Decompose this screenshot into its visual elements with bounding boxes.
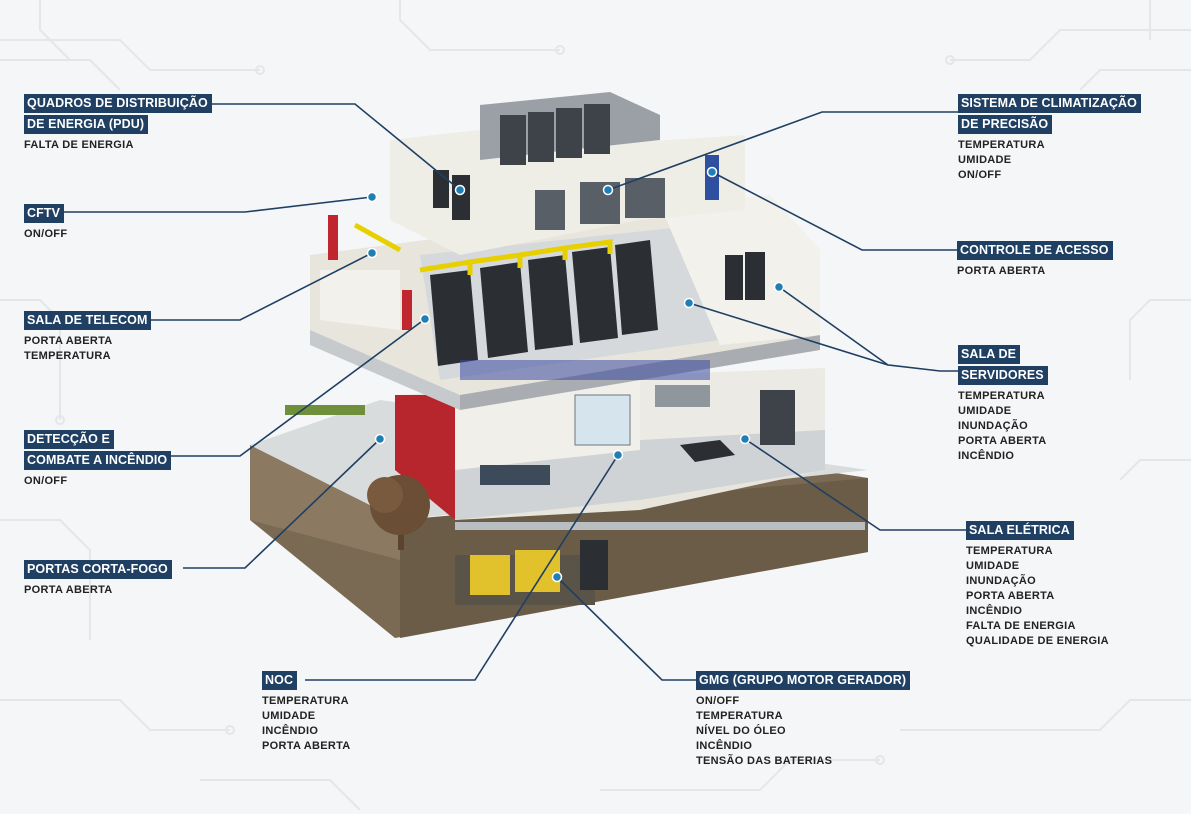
- callout-title: CONTROLE DE ACESSO: [957, 241, 1113, 260]
- ground-floor: [395, 368, 865, 605]
- callout-title: DE ENERGIA (PDU): [24, 115, 149, 134]
- callout-item: ON/OFF: [958, 169, 1002, 181]
- callout-item: INUNDAÇÃO: [958, 420, 1028, 432]
- callout-item: ON/OFF: [24, 475, 68, 487]
- callout-telecom: SALA DE TELECOM PORTA ABERTA TEMPERATURA: [24, 311, 152, 364]
- callout-item: PORTA ABERTA: [262, 740, 351, 752]
- callout-item: PORTA ABERTA: [24, 335, 113, 347]
- callout-access-control: CONTROLE DE ACESSO PORTA ABERTA: [957, 241, 1113, 279]
- callout-title: CFTV: [24, 204, 65, 223]
- callout-item: FALTA DE ENERGIA: [24, 139, 134, 151]
- callout-item: PORTA ABERTA: [966, 590, 1055, 602]
- callout-item: TEMPERATURA: [24, 350, 111, 362]
- callout-item: TEMPERATURA: [958, 139, 1045, 151]
- callout-title: SALA DE TELECOM: [24, 311, 152, 330]
- callout-item: UMIDADE: [262, 710, 316, 722]
- callout-item: INCÊNDIO: [958, 450, 1015, 462]
- callout-title: GMG (GRUPO MOTOR GERADOR): [696, 671, 911, 690]
- callout-item: TEMPERATURA: [958, 390, 1045, 402]
- callout-item: INCÊNDIO: [966, 605, 1023, 617]
- callout-noc: NOC TEMPERATURA UMIDADE INCÊNDIO PORTA A…: [262, 671, 351, 754]
- callout-gmg: GMG (GRUPO MOTOR GERADOR) ON/OFF TEMPERA…: [696, 671, 911, 769]
- callout-title: COMBATE A INCÊNDIO: [24, 451, 172, 470]
- callout-item: QUALIDADE DE ENERGIA: [966, 635, 1109, 647]
- callout-fire-doors: PORTAS CORTA-FOGO PORTA ABERTA: [24, 560, 172, 598]
- top-floor: [390, 92, 745, 255]
- callout-title: SERVIDORES: [958, 366, 1048, 385]
- callout-title: DE PRECISÃO: [958, 115, 1053, 134]
- callout-title: SALA DE: [958, 345, 1021, 364]
- callout-item: ON/OFF: [24, 228, 68, 240]
- callout-item: TEMPERATURA: [696, 710, 783, 722]
- callout-item: FALTA DE ENERGIA: [966, 620, 1076, 632]
- callout-item: INUNDAÇÃO: [966, 575, 1036, 587]
- callout-item: INCÊNDIO: [696, 740, 753, 752]
- callout-fire-detection: DETECÇÃO E COMBATE A INCÊNDIO ON/OFF: [24, 430, 172, 489]
- callout-title: SALA ELÉTRICA: [966, 521, 1074, 540]
- leader-dots: [366, 166, 785, 583]
- callout-cftv: CFTV ON/OFF: [24, 204, 67, 242]
- callout-item: PORTA ABERTA: [24, 584, 113, 596]
- callout-item: UMIDADE: [958, 405, 1012, 417]
- callout-server-room: SALA DE SERVIDORES TEMPERATURA UMIDADE I…: [958, 345, 1048, 464]
- callout-title: PORTAS CORTA-FOGO: [24, 560, 172, 579]
- callout-title: SISTEMA DE CLIMATIZAÇÃO: [958, 94, 1141, 113]
- callout-title: DETECÇÃO E: [24, 430, 114, 449]
- callout-pdu: QUADROS DE DISTRIBUIÇÃO DE ENERGIA (PDU)…: [24, 94, 212, 153]
- callout-item: UMIDADE: [958, 154, 1012, 166]
- tree: [285, 405, 430, 550]
- callout-item: INCÊNDIO: [262, 725, 319, 737]
- callout-item: PORTA ABERTA: [958, 435, 1047, 447]
- callout-title: NOC: [262, 671, 298, 690]
- callout-item: PORTA ABERTA: [957, 265, 1046, 277]
- callout-item: NÍVEL DO ÓLEO: [696, 725, 786, 737]
- callout-item: ON/OFF: [696, 695, 740, 707]
- callout-item: TEMPERATURA: [966, 545, 1053, 557]
- middle-floor: [310, 195, 820, 410]
- callout-item: TENSÃO DAS BATERIAS: [696, 755, 833, 767]
- leader-lines: [48, 103, 966, 681]
- callout-item: TEMPERATURA: [262, 695, 349, 707]
- callout-hvac: SISTEMA DE CLIMATIZAÇÃO DE PRECISÃO TEMP…: [958, 94, 1141, 183]
- callout-title: QUADROS DE DISTRIBUIÇÃO: [24, 94, 212, 113]
- callout-electrical-room: SALA ELÉTRICA TEMPERATURA UMIDADE INUNDA…: [966, 521, 1109, 649]
- callout-item: UMIDADE: [966, 560, 1020, 572]
